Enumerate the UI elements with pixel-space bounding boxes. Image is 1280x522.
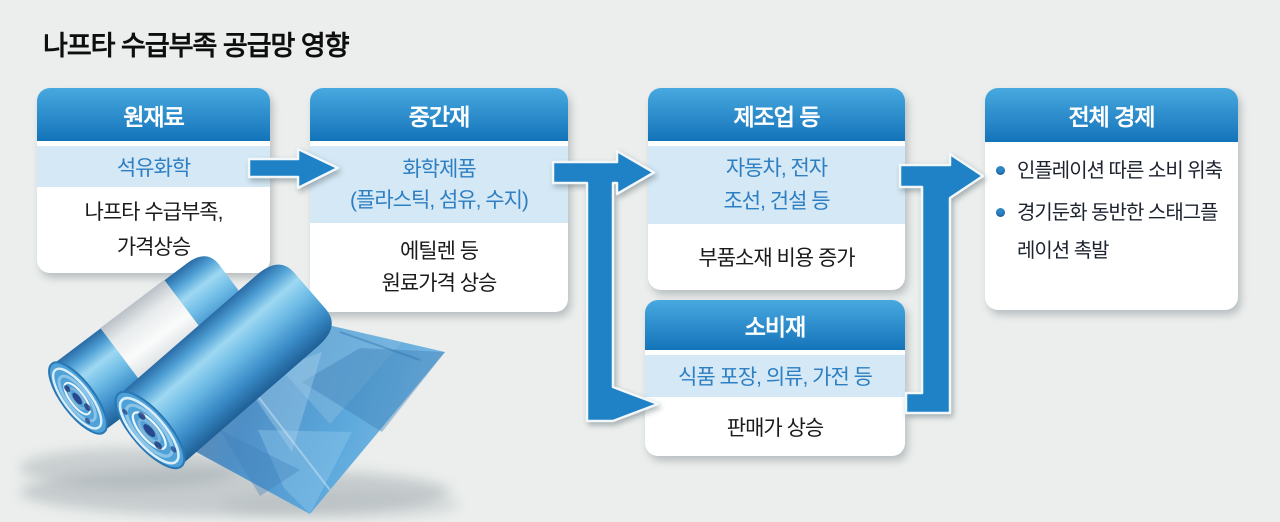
box-description: 부품소재 비용 증가 <box>648 224 905 290</box>
box-header: 중간재 <box>310 88 568 141</box>
arrow-merge-up-right-icon <box>898 152 985 415</box>
plastic-roll-left <box>48 256 250 435</box>
band-line: 석유화학 <box>116 156 191 180</box>
bullet-line: 스태그플레이션 촉발 <box>1017 202 1219 262</box>
band-line: 조선, 건설 등 <box>723 190 830 213</box>
box-description: 나프타 수급부족, 가격상승 <box>37 187 270 273</box>
flow-box-overall-economy: 전체 경제 인플레이션 따른 소비 위축 경기둔화 동반한 스태그플레이션 촉발 <box>985 88 1238 310</box>
flow-box-manufacturing: 제조업 등 자동차, 전자 조선, 건설 등 부품소재 비용 증가 <box>648 88 905 290</box>
list-item: 인플레이션 따른 소비 위축 <box>985 152 1230 190</box>
plastic-sheet <box>178 326 445 514</box>
band-line: (플라스틱, 섬유, 수지) <box>350 188 529 212</box>
box-subcategory: 식품 포장, 의류, 가전 등 <box>645 355 905 397</box>
band-line: 화학제품 <box>402 157 476 181</box>
body-line: 원료가격 상승 <box>381 271 498 295</box>
box-header: 제조업 등 <box>648 88 905 141</box>
bullet-line: 경기둔화 동반한 <box>1017 202 1144 224</box>
band-line: 식품 포장, 의류, 가전 등 <box>678 366 873 389</box>
bullet-line: 소비 위축 <box>1147 160 1223 182</box>
flow-box-intermediate-goods: 중간재 화학제품 (플라스틱, 섬유, 수지) 에틸렌 등 원료가격 상승 <box>310 88 568 312</box>
bullet-dot-icon <box>996 208 1005 217</box>
arrow-right-and-down-icon <box>551 149 660 423</box>
box-header: 원재료 <box>37 88 270 141</box>
box-description: 에틸렌 등 원료가격 상승 <box>310 223 568 312</box>
box-description: 판매가 상승 <box>645 397 905 456</box>
body-line: 부품소재 비용 증가 <box>698 247 855 270</box>
flow-box-consumer-goods: 소비재 식품 포장, 의류, 가전 등 판매가 상승 <box>645 300 905 456</box>
bullet-line: 인플레이션 따른 <box>1017 160 1144 182</box>
bullet-dot-icon <box>996 166 1005 175</box>
body-line: 판매가 상승 <box>726 416 824 440</box>
body-line: 나프타 수급부족, <box>84 201 224 224</box>
box-header: 소비재 <box>645 300 905 350</box>
body-line: 에틸렌 등 <box>399 239 479 263</box>
box-subcategory: 화학제품 (플라스틱, 섬유, 수지) <box>310 146 568 223</box>
flow-box-raw-materials: 원재료 석유화학 나프타 수급부족, 가격상승 <box>37 88 270 273</box>
box-bullet-list: 인플레이션 따른 소비 위축 경기둔화 동반한 스태그플레이션 촉발 <box>985 142 1238 310</box>
infographic-title: 나프타 수급부족 공급망 영향 <box>43 31 350 61</box>
box-subcategory: 자동차, 전자 조선, 건설 등 <box>648 146 905 224</box>
box-subcategory: 석유화학 <box>37 146 270 187</box>
band-line: 자동차, 전자 <box>725 157 828 180</box>
plastic-roll-right <box>114 264 332 470</box>
box-header: 전체 경제 <box>985 88 1238 142</box>
body-line: 가격상승 <box>116 236 191 259</box>
list-item: 경기둔화 동반한 스태그플레이션 촉발 <box>985 194 1230 270</box>
ground-shadow <box>20 448 460 518</box>
